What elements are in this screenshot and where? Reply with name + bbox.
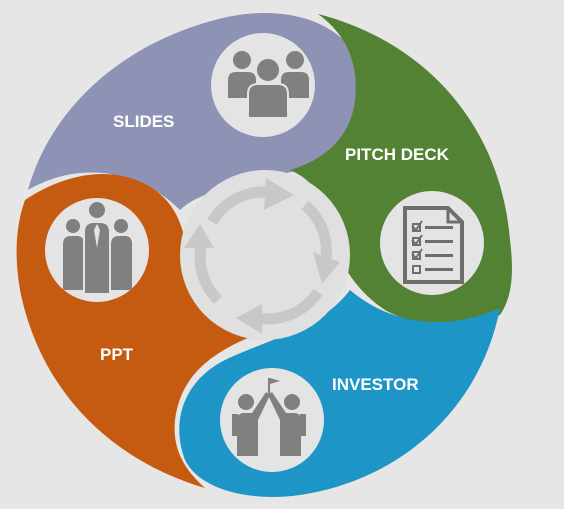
handshake-highfive-icon <box>232 378 306 456</box>
segment-label-slides: SLIDES <box>113 112 174 131</box>
cycle-arrowheads <box>184 178 340 334</box>
segment-label-investor: INVESTOR <box>332 375 419 394</box>
business-team-icon <box>63 200 132 295</box>
group-people-icon <box>228 51 309 119</box>
segment-label-ppt: PPT <box>100 345 134 364</box>
segment-label-pitch-deck: PITCH DECK <box>345 145 450 164</box>
cycle-arrows-icon <box>194 186 332 325</box>
checklist-document-icon <box>403 206 464 284</box>
